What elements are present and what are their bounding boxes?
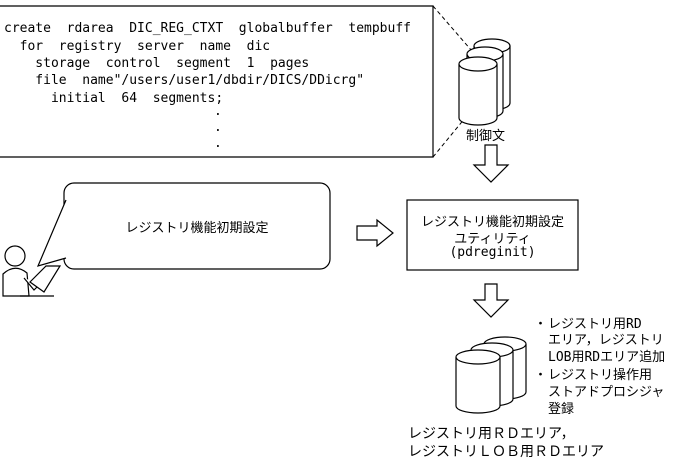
note-bullet: ・ [534,317,548,332]
utility-name-line2: ユティリティ [454,232,531,247]
rd-area-label-line2: レジストリＬＯＢ用ＲＤエリア [408,444,604,460]
utility-box [406,199,579,271]
note1-line2: エリア，レジストリ [548,333,664,348]
note2-line2: ストアドプロシジャ [548,385,665,400]
callout-pointer [36,199,67,267]
utility-command: (pdreginit) [449,245,536,260]
note2-line3: 登録 [548,402,575,417]
note1-line3: LOB用RDエリア追加 [548,350,666,365]
utility-name-line1: レジストリ機能初期設定 [420,215,564,230]
code-line: storage control segment 1 pages [4,56,310,71]
rd-area-database-icon [455,336,527,414]
note-bullet: ・ [534,368,548,383]
note2-line1: レジストリ操作用 [548,368,653,383]
rd-area-label-line1: レジストリ用ＲＤエリア， [408,426,575,442]
code-ellipsis-dot: . [214,136,222,151]
code-ellipsis-dot: . [214,120,222,135]
down-arrow-1 [472,144,510,183]
control-statement-box [0,5,434,158]
control-statement-label: 制御文 [466,129,506,144]
dashed-connector-bottom [432,111,471,158]
callout-text: レジストリ機能初期設定 [125,221,269,236]
code-line: initial 64 segments; [4,91,224,106]
user-icon [2,245,62,297]
note1-line1: レジストリ用RD [548,317,642,332]
right-arrow [356,218,394,248]
code-ellipsis-dot: . [214,104,222,119]
code-line: for registry server name dic [4,39,271,54]
control-statement-code: create rdarea DIC_REG_CTXT globalbuffer … [0,0,411,151]
code-line: create rdarea DIC_REG_CTXT globalbuffer … [4,21,411,36]
down-arrow-2 [472,283,510,318]
control-statement-file-icon [458,38,511,126]
code-line: file name"/users/user1/dbdir/DICS/DDicrg… [4,73,365,88]
